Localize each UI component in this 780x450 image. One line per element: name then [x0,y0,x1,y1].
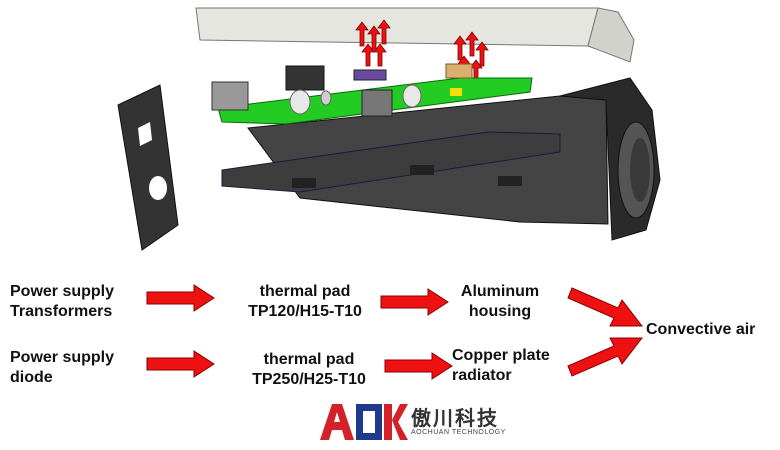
arrow-row2-sink-to-air [567,337,644,377]
row2-pad-label: thermal pad TP250/H25-T10 [236,350,382,390]
left-end-cap [117,84,179,251]
row2-source-line1: Power supply [10,349,115,366]
logo-chinese-name: 傲川科技 [411,406,499,430]
row1-source-line2: Transformers [10,303,113,320]
row2-source-line2: diode [10,369,53,386]
arrow-row1-sink-to-air [567,287,644,327]
arrow-row1-source-to-pad [146,284,215,312]
exploded-device-illustration [117,7,661,251]
pcb-board [211,63,533,125]
arrow-row2-source-to-pad [146,350,215,378]
arrow-row1-pad-to-sink [380,288,449,316]
top-lid [195,7,635,63]
row2-sink-label: Copper plate radiator [452,346,550,386]
convective-air-label: Convective air [646,321,756,338]
row1-pad-line2: TP120/H15-T10 [248,303,362,320]
arrow-row2-pad-to-sink [384,352,453,380]
row2-sink-line2: radiator [452,367,512,384]
logo-english-name: AOCHUAN TECHNOLOGY [411,429,506,436]
row2-source-label: Power supply diode [10,348,114,388]
row1-sink-label: Aluminum housing [450,282,550,322]
row1-pad-line1: thermal pad [259,283,351,300]
row2-pad-line2: TP250/H25-T10 [252,371,366,388]
row1-source-label: Power supply Transformers [10,282,114,322]
row1-sink-line2: housing [468,303,532,320]
row1-sink-line1: Aluminum [460,283,540,300]
heat-arrows-left [355,19,391,67]
row2-pad-line1: thermal pad [263,351,355,368]
aok-logo-mark [320,404,408,440]
bottom-plate [221,131,561,193]
row1-source-line1: Power supply [10,283,115,300]
row1-pad-label: thermal pad TP120/H15-T10 [232,282,378,322]
aok-logo: 傲川科技 AOCHUAN TECHNOLOGY [318,400,518,448]
row2-sink-line1: Copper plate [452,347,550,364]
